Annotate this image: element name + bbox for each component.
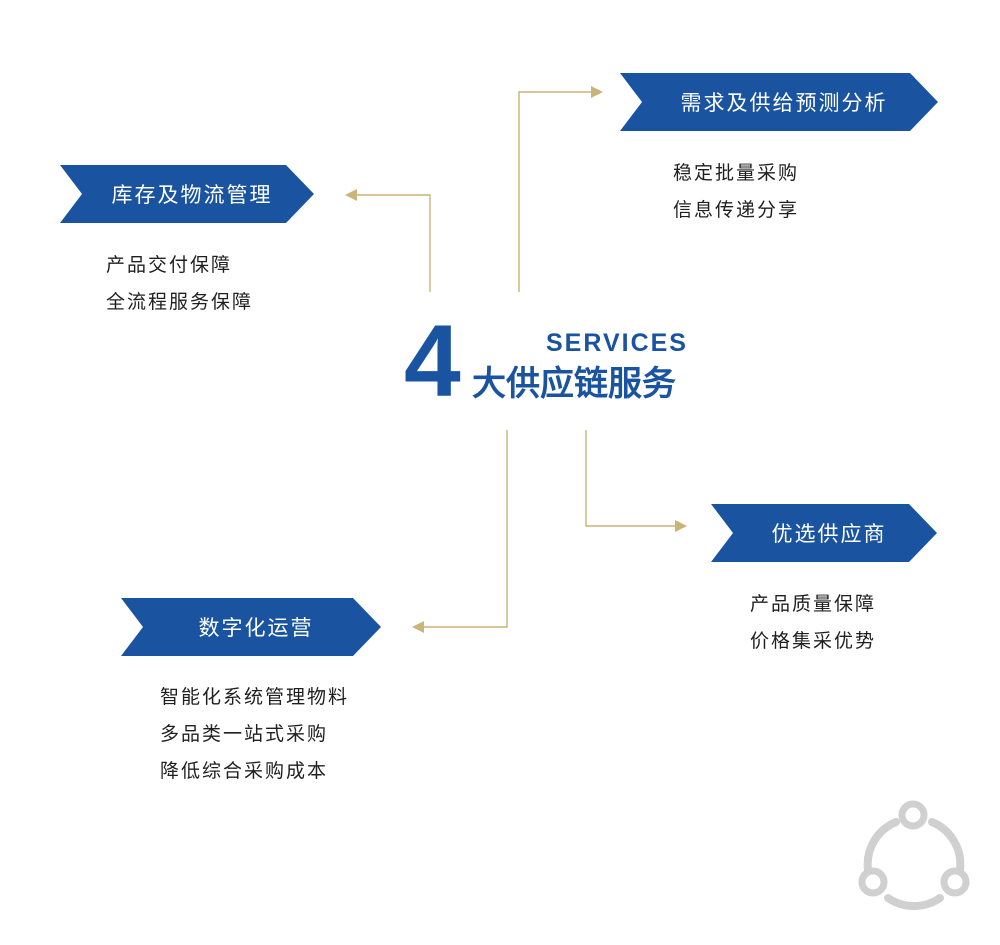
center-title: 大供应链服务 — [472, 364, 676, 404]
arrowhead-inventory-logistics — [345, 189, 357, 201]
list-inventory-logistics: 产品交付保障 全流程服务保障 — [106, 247, 253, 321]
center-number: 4 — [404, 304, 461, 418]
connector-inventory-logistics — [356, 194, 431, 292]
list-item: 降低综合采购成本 — [160, 760, 329, 782]
arrowhead-preferred-suppliers — [675, 520, 687, 532]
list-item: 全流程服务保障 — [106, 291, 254, 313]
arrowhead-demand-forecast — [591, 86, 603, 98]
connector-preferred-suppliers — [585, 430, 676, 527]
list-item: 多品类一站式采购 — [160, 723, 329, 745]
list-item: 产品质量保障 — [750, 593, 877, 615]
list-preferred-suppliers: 产品质量保障 价格集采优势 — [750, 586, 876, 660]
banner-preferred-suppliers: 优选供应商 — [711, 504, 937, 562]
list-item: 产品交付保障 — [106, 254, 233, 276]
connector-demand-forecast — [518, 91, 593, 292]
list-item: 智能化系统管理物料 — [160, 686, 350, 708]
banner-digital-operations-label: 数字化运营 — [198, 616, 314, 640]
banner-demand-forecast-label: 需求及供给预测分析 — [680, 91, 888, 115]
banner-digital-operations: 数字化运营 — [121, 598, 381, 656]
center-english-title: SERVICES — [546, 329, 688, 357]
banner-preferred-suppliers-label: 优选供应商 — [771, 522, 887, 546]
connector-digital-operations — [423, 430, 508, 628]
list-item: 信息传递分享 — [673, 199, 800, 221]
list-item: 价格集采优势 — [750, 630, 877, 652]
banner-inventory-logistics: 库存及物流管理 — [60, 165, 314, 223]
list-item: 稳定批量采购 — [673, 162, 800, 184]
cycle-nodes-icon — [858, 800, 970, 910]
banner-inventory-logistics-label: 库存及物流管理 — [111, 183, 273, 207]
list-demand-forecast: 稳定批量采购 信息传递分享 — [673, 155, 799, 229]
arrowhead-digital-operations — [412, 621, 424, 633]
list-digital-operations: 智能化系统管理物料 多品类一站式采购 降低综合采购成本 — [160, 679, 349, 790]
banner-demand-forecast: 需求及供给预测分析 — [620, 73, 938, 131]
